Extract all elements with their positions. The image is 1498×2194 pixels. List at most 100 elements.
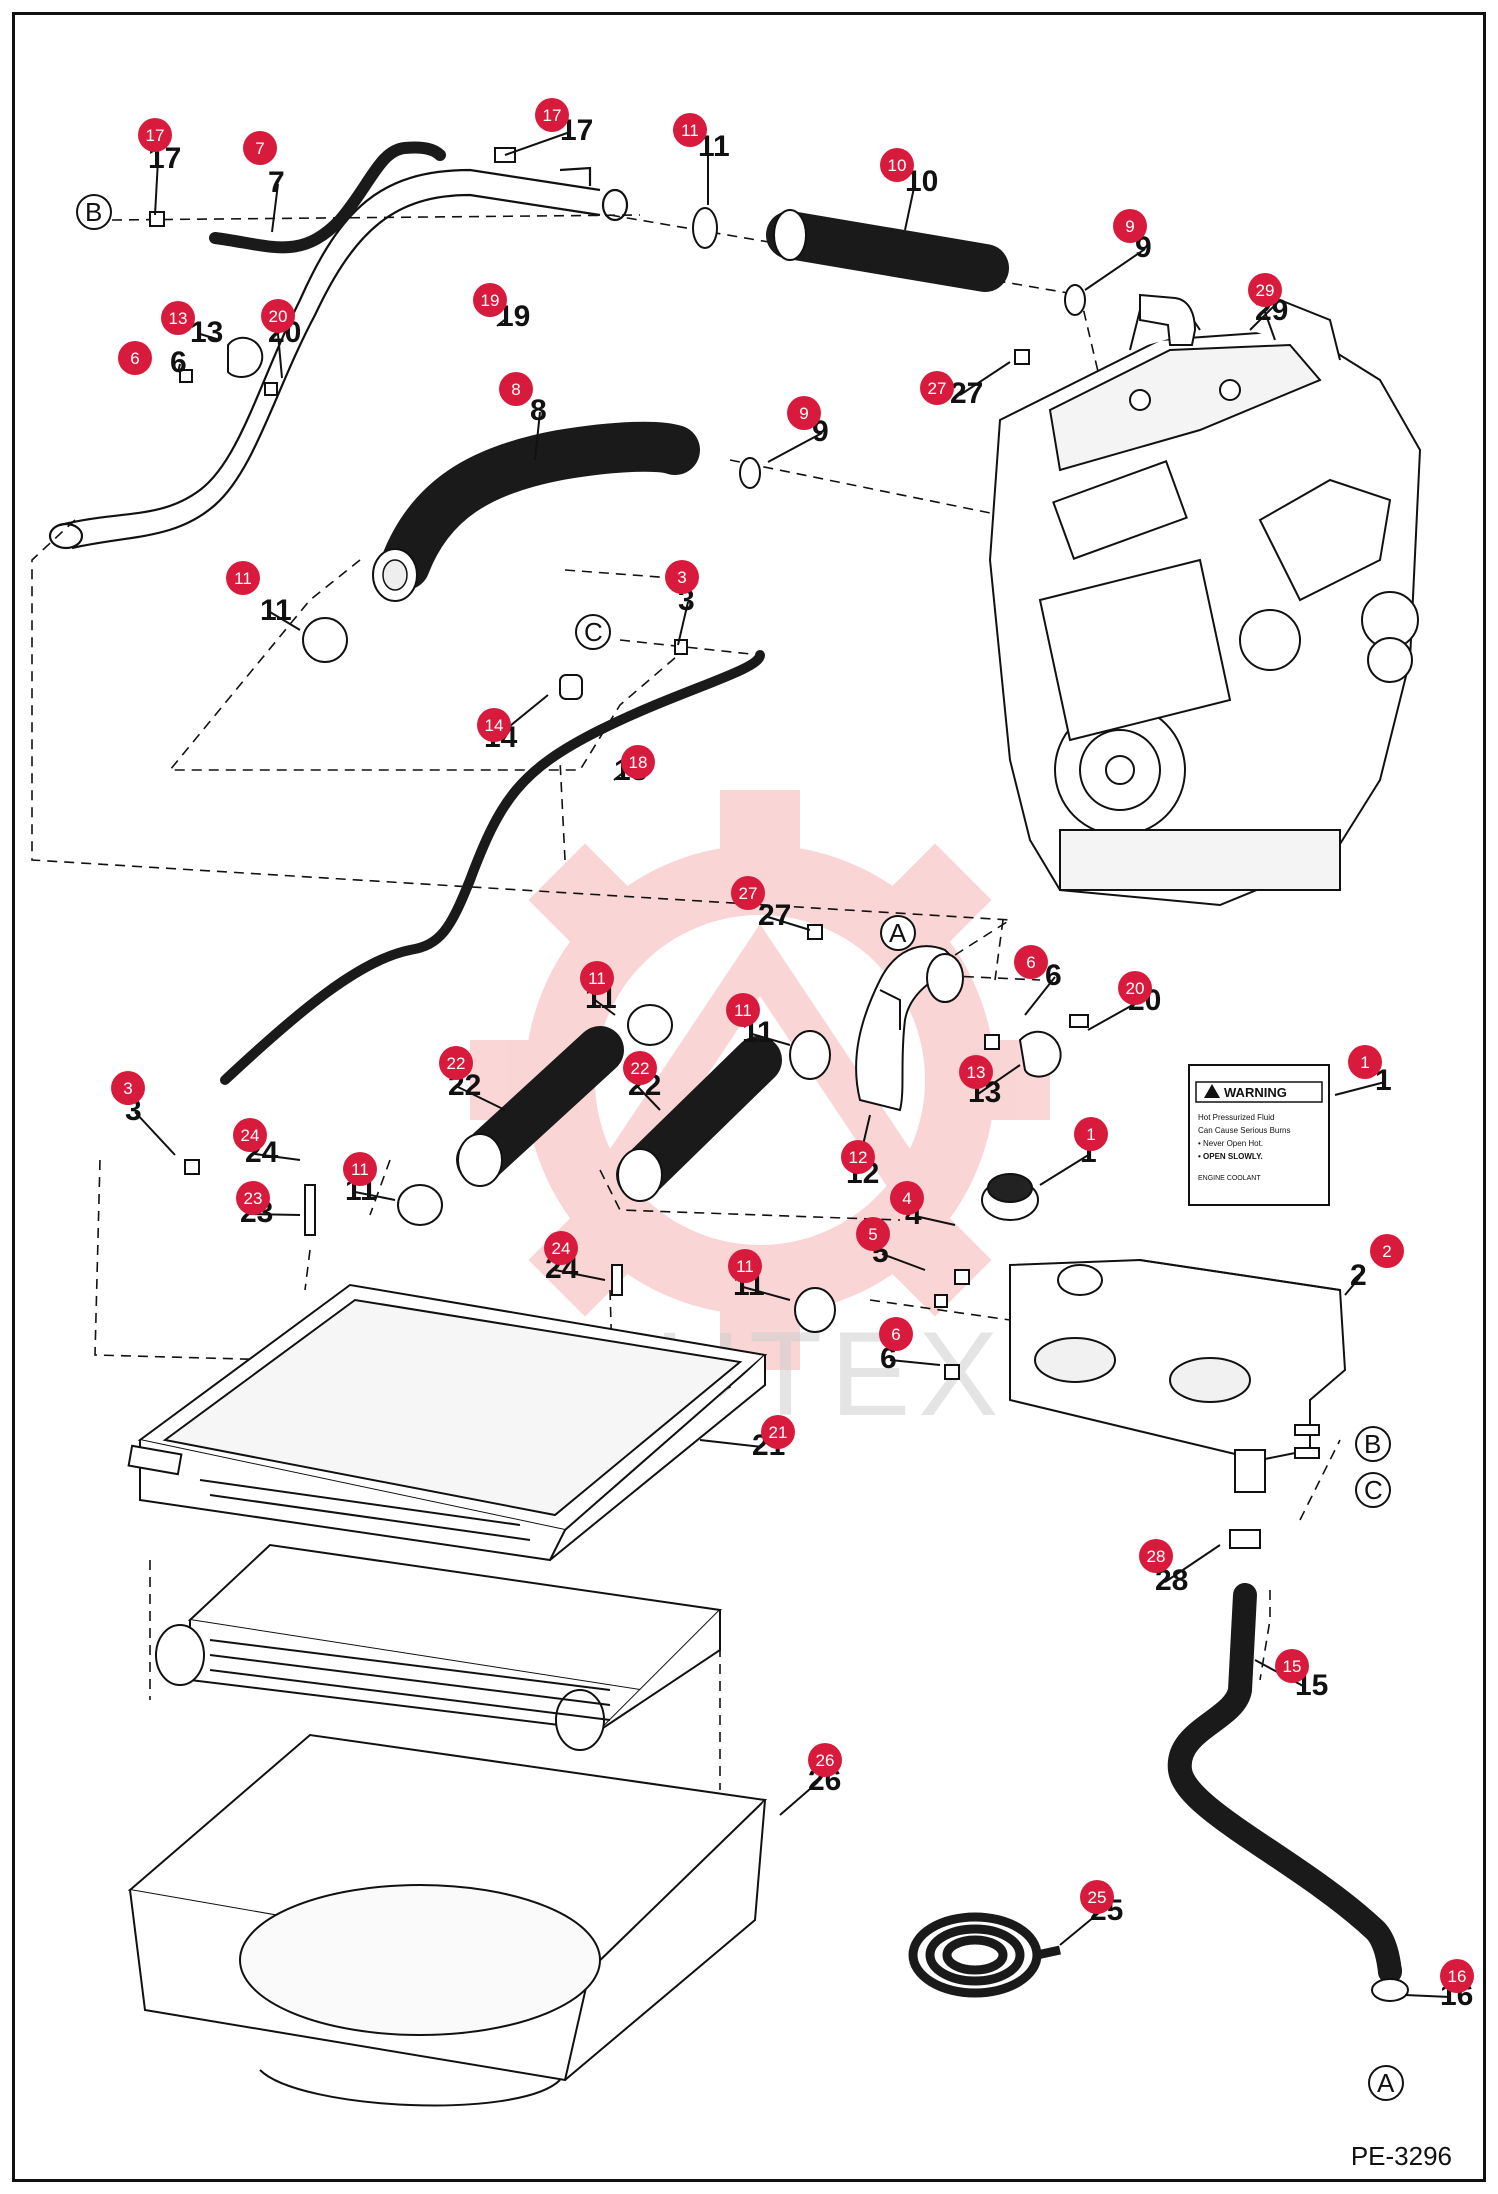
callout-leader bbox=[134, 1111, 176, 1156]
callout-badge bbox=[118, 341, 152, 375]
callout-14: 1414 bbox=[477, 694, 549, 754]
callout-badge bbox=[544, 1231, 578, 1265]
warning-line: Can Cause Serious Burns bbox=[1198, 1126, 1291, 1135]
callout-leader bbox=[269, 611, 301, 631]
callout-badge-number: 7 bbox=[255, 139, 264, 158]
warning-heading: WARNING bbox=[1224, 1085, 1287, 1100]
callout-leader bbox=[354, 1191, 396, 1201]
hose-19-pipe bbox=[48, 166, 629, 550]
callout-badge-number: 1 bbox=[1086, 1125, 1095, 1144]
callout-badge bbox=[439, 1046, 473, 1080]
callout-badge-number: 18 bbox=[629, 753, 648, 772]
callout-badge bbox=[1139, 1539, 1173, 1573]
callout-badge bbox=[473, 283, 507, 317]
callout-badge-number: 19 bbox=[481, 291, 500, 310]
callout-badge-number: 8 bbox=[511, 380, 520, 399]
callout-badge-number: 3 bbox=[123, 1079, 132, 1098]
callout-leader bbox=[1404, 1994, 1451, 1998]
callout-badge-number: 16 bbox=[1448, 1967, 1467, 1986]
callout-badge-number: 11 bbox=[734, 1001, 752, 1020]
callout-badge-number: 11 bbox=[351, 1160, 369, 1179]
callout-leader bbox=[1264, 311, 1276, 341]
callout-badge bbox=[580, 961, 614, 995]
callout-number: 27 bbox=[950, 377, 983, 410]
callout-badge-number: 15 bbox=[1283, 1657, 1302, 1676]
ref-a-bottom: A bbox=[1368, 2065, 1404, 2101]
ref-b-top: B bbox=[76, 194, 112, 230]
callout-badge bbox=[236, 1181, 270, 1215]
callout-leader bbox=[594, 999, 616, 1016]
ref-c-right: C bbox=[1355, 1472, 1391, 1508]
callout-leader bbox=[1164, 1544, 1221, 1583]
callout-8: 88 bbox=[499, 372, 547, 461]
callout-leader bbox=[767, 916, 811, 931]
callout-1: 11 bbox=[1039, 1117, 1108, 1186]
callout-badge-number: 5 bbox=[868, 1225, 877, 1244]
callout-3: 33 bbox=[665, 560, 699, 646]
hose-22a bbox=[456, 1026, 624, 1187]
ref-letter-b: B bbox=[1364, 1429, 1381, 1459]
engine-outlet-elbow bbox=[1139, 293, 1197, 346]
callout-leader bbox=[751, 1033, 791, 1046]
callout-leader bbox=[1059, 1911, 1101, 1946]
callout-badge bbox=[879, 1317, 913, 1351]
callout-leader bbox=[496, 317, 508, 327]
callout-leader bbox=[904, 182, 916, 231]
callout-badge-number: 14 bbox=[485, 716, 504, 735]
callout-badge bbox=[880, 148, 914, 182]
callout-leader bbox=[1344, 1276, 1361, 1296]
warning-decal: WARNING Hot Pressurized Fluid Can Cause … bbox=[1188, 1064, 1330, 1206]
callout-1: 11 bbox=[1334, 1045, 1392, 1097]
warning-line: • Never Open Hot. bbox=[1198, 1139, 1263, 1148]
callout-leader bbox=[154, 159, 159, 216]
callout-badge-number: 11 bbox=[736, 1257, 754, 1276]
callout-badge-number: 10 bbox=[888, 156, 907, 175]
callout-badge-number: 1 bbox=[1360, 1053, 1369, 1072]
callout-badge-number: 12 bbox=[849, 1148, 868, 1167]
callout-badge-number: 27 bbox=[739, 884, 758, 903]
callout-number: 11 bbox=[260, 594, 292, 627]
callout-leader bbox=[1087, 1001, 1139, 1031]
callout-leader bbox=[254, 1153, 301, 1161]
callout-number: 27 bbox=[758, 899, 791, 932]
ref-letter-a: A bbox=[889, 918, 907, 948]
callout-badge-number: 27 bbox=[928, 379, 947, 398]
callout-badge bbox=[1348, 1045, 1382, 1079]
callout-badge-number: 9 bbox=[799, 404, 808, 423]
callout-badge bbox=[787, 396, 821, 430]
callout-badge bbox=[761, 1415, 795, 1449]
radiator-cap bbox=[981, 1173, 1039, 1221]
callout-badge-number: 24 bbox=[552, 1239, 571, 1258]
callout-badge-number: 6 bbox=[1026, 953, 1035, 972]
callout-badge bbox=[890, 1181, 924, 1215]
callout-badge-number: 13 bbox=[967, 1063, 986, 1082]
callout-number: 7 bbox=[268, 166, 285, 199]
callout-badge bbox=[1113, 209, 1147, 243]
callout-badge bbox=[673, 113, 707, 147]
callout-badge-number: 20 bbox=[1126, 979, 1145, 998]
callout-badge-number: 20 bbox=[269, 307, 288, 326]
callout-6: 66 bbox=[1014, 945, 1062, 1016]
callout-leader bbox=[277, 333, 283, 379]
callout-badge bbox=[161, 301, 195, 335]
callout-badge-number: 4 bbox=[902, 1189, 911, 1208]
callout-badge bbox=[535, 98, 569, 132]
hose-10 bbox=[766, 209, 1009, 292]
callout-badge bbox=[111, 1071, 145, 1105]
callout-badge bbox=[1080, 1880, 1114, 1914]
callout-badge-number: 13 bbox=[169, 309, 188, 328]
callout-leader bbox=[249, 1213, 301, 1216]
callout-badge bbox=[477, 708, 511, 742]
